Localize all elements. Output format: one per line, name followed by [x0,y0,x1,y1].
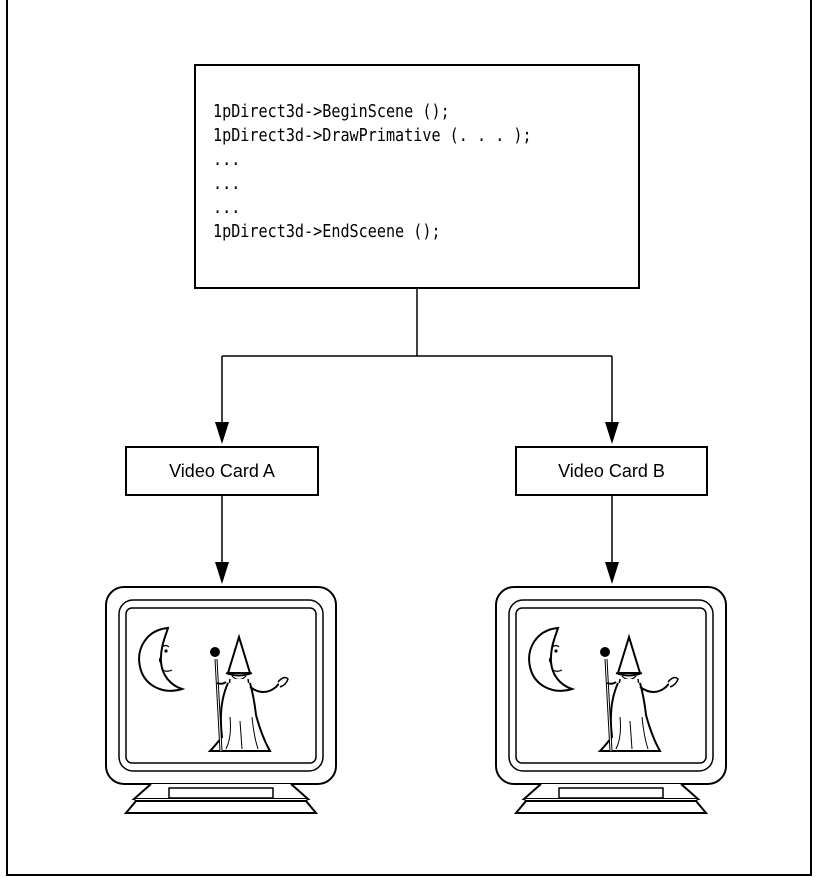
code-line-ellipsis-3: ... [213,197,241,218]
video-card-a: Video Card A [125,446,319,496]
monitor-b-icon [494,585,728,815]
code-line-end-scene: 1pDirect3d->EndSceene (); [213,221,441,242]
arrowhead-monitor-b [605,562,619,584]
video-card-b: Video Card B [515,446,708,496]
code-line-draw-primitive: 1pDirect3d->DrawPrimative (. . . ); [213,125,532,146]
arrowhead-card-a [215,422,229,444]
arrowhead-monitor-a [215,562,229,584]
arrowhead-card-b [605,422,619,444]
code-line-ellipsis-1: ... [213,149,241,170]
code-line-begin-scene: 1pDirect3d->BeginScene (); [213,101,450,122]
code-block: 1pDirect3d->BeginScene (); 1pDirect3d->D… [194,64,640,289]
monitor-a-icon [104,585,338,815]
code-line-ellipsis-2: ... [213,173,241,194]
